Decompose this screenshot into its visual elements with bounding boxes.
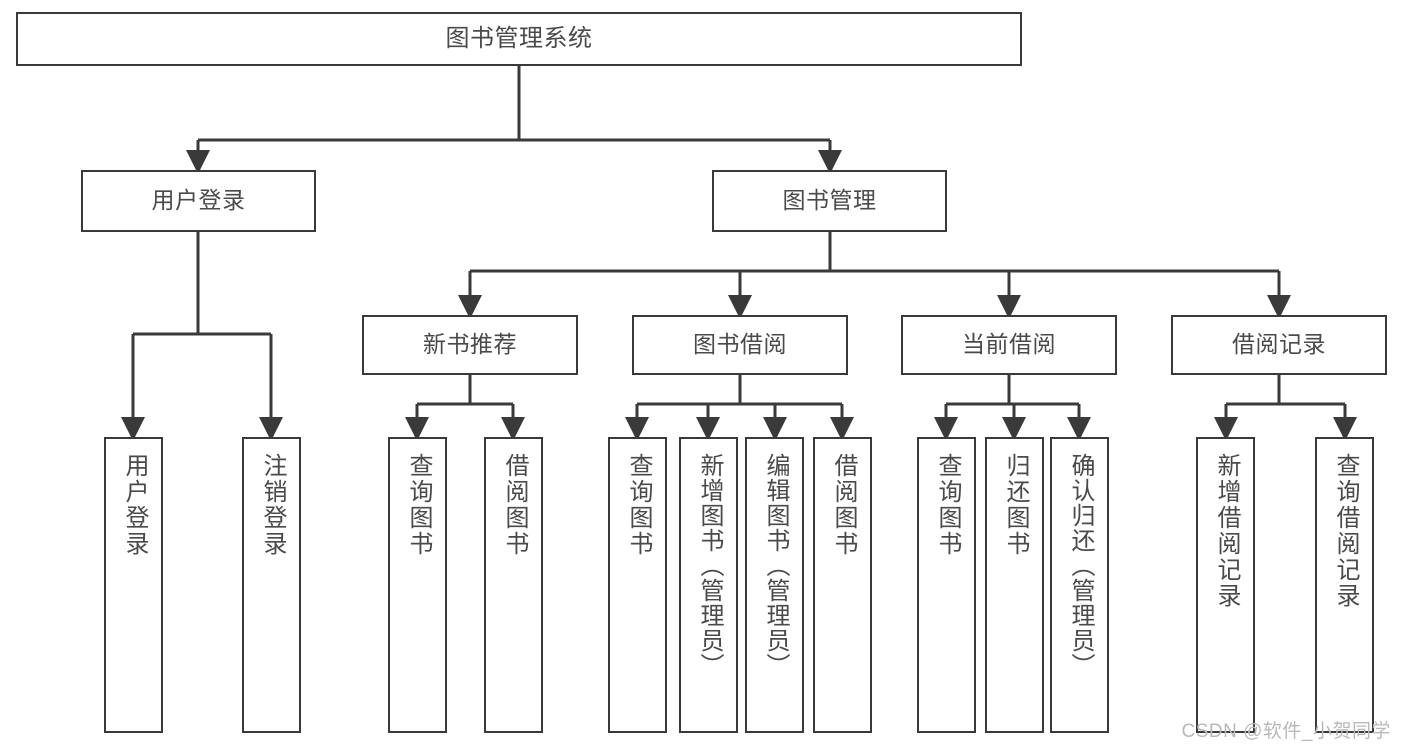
leaf-current-borrow-confirm-return-admin[interactable]: 确认归还（管理员）: [1050, 437, 1109, 733]
leaf-new-book-borrow-book[interactable]: 借阅图书: [484, 437, 543, 733]
node-label: 查询图书: [404, 453, 432, 557]
leaf-current-borrow-query-book[interactable]: 查询图书: [917, 437, 976, 733]
leaf-new-book-query-book[interactable]: 查询图书: [388, 437, 447, 733]
node-label: 图书管理系统: [445, 24, 593, 52]
node-label: 新书推荐: [423, 331, 517, 358]
leaf-book-borrow-edit-book-admin[interactable]: 编辑图书（管理员）: [745, 437, 804, 733]
node-borrow-record[interactable]: 借阅记录: [1171, 315, 1387, 375]
node-new-book-recommendation[interactable]: 新书推荐: [362, 315, 578, 375]
node-book-borrow[interactable]: 图书借阅: [632, 315, 848, 375]
leaf-book-borrow-query-book[interactable]: 查询图书: [608, 437, 667, 733]
node-label: 借阅图书: [500, 453, 528, 557]
node-label: 查询图书: [933, 453, 961, 557]
node-label: 借阅图书: [829, 453, 857, 557]
node-label: 用户登录: [151, 187, 246, 214]
leaf-borrow-record-query-record[interactable]: 查询借阅记录: [1315, 437, 1374, 733]
node-user-login[interactable]: 用户登录: [81, 170, 316, 232]
node-label: 归还图书: [1001, 453, 1029, 557]
node-label: 用户登录: [120, 453, 148, 557]
node-label: 新增借阅记录: [1212, 453, 1240, 609]
node-root-book-management-system[interactable]: 图书管理系统: [16, 12, 1022, 66]
node-label: 确认归还（管理员）: [1066, 453, 1094, 678]
node-label: 编辑图书（管理员）: [761, 453, 789, 678]
leaf-borrow-record-add-record[interactable]: 新增借阅记录: [1196, 437, 1255, 733]
leaf-book-borrow-borrow-book[interactable]: 借阅图书: [813, 437, 872, 733]
leaf-current-borrow-return-book[interactable]: 归还图书: [985, 437, 1044, 733]
leaf-user-login-signout[interactable]: 注销登录: [242, 437, 301, 733]
node-label: 新增图书（管理员）: [695, 453, 723, 678]
node-label: 图书管理: [782, 187, 877, 214]
leaf-book-borrow-add-book-admin[interactable]: 新增图书（管理员）: [679, 437, 738, 733]
leaf-user-login-signin[interactable]: 用户登录: [104, 437, 163, 733]
node-book-management[interactable]: 图书管理: [712, 170, 947, 232]
node-label: 注销登录: [258, 453, 286, 557]
node-label: 查询借阅记录: [1331, 453, 1359, 609]
node-label: 查询图书: [624, 453, 652, 557]
node-current-borrow[interactable]: 当前借阅: [901, 315, 1117, 375]
node-label: 借阅记录: [1232, 331, 1326, 358]
node-label: 当前借阅: [962, 331, 1056, 358]
node-label: 图书借阅: [693, 331, 787, 358]
